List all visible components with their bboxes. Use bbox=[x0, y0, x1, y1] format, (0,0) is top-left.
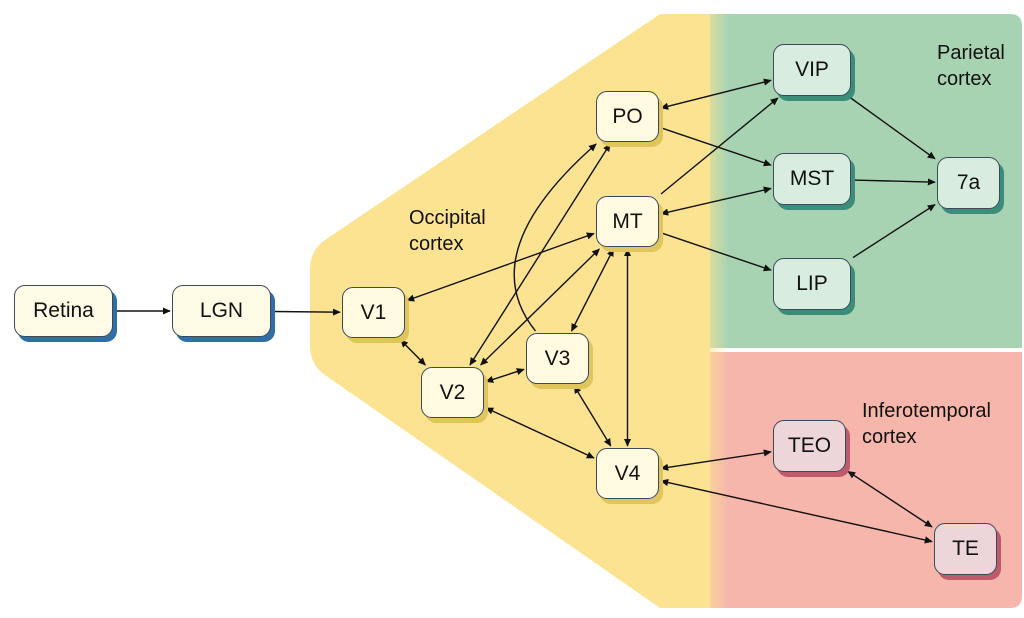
node-po: PO bbox=[596, 91, 659, 142]
node-7a: 7a bbox=[937, 157, 1000, 209]
parietal-label-line1: Parietal bbox=[937, 42, 1005, 64]
arrow-v3-v4 bbox=[573, 385, 612, 447]
inferotemporal-label: Inferotemporal cortex bbox=[862, 398, 991, 450]
occipital-label-line2: cortex bbox=[409, 233, 464, 255]
arrow-v3-po bbox=[513, 143, 597, 332]
arrow-lip-a7 bbox=[852, 204, 936, 259]
node-retina: Retina bbox=[14, 285, 113, 337]
node-vip: VIP bbox=[773, 44, 851, 96]
arrow-mst-a7 bbox=[852, 178, 936, 186]
arrow-v3-mt bbox=[570, 248, 615, 332]
inferotemporal-label-line2: cortex bbox=[862, 426, 917, 448]
arrow-v4-teo bbox=[660, 449, 772, 471]
arrow-mt-mst bbox=[660, 186, 772, 216]
arrow-v4-te bbox=[660, 479, 933, 544]
arrow-mt-vip bbox=[660, 97, 779, 195]
arrow-v2-v4 bbox=[485, 407, 595, 459]
node-mst: MST bbox=[773, 153, 851, 205]
arrow-po-vip bbox=[660, 78, 772, 110]
arrow-lgn-v1 bbox=[272, 308, 341, 316]
node-v3: V3 bbox=[526, 333, 589, 384]
arrow-mt-lip bbox=[660, 232, 772, 272]
node-lip: LIP bbox=[773, 258, 851, 310]
occipital-label: Occipital cortex bbox=[409, 205, 486, 257]
node-v4: V4 bbox=[596, 448, 659, 499]
arrow-teo-te bbox=[847, 470, 933, 528]
arrow-po-mst bbox=[660, 127, 772, 167]
parietal-label-line2: cortex bbox=[937, 68, 992, 90]
arrow-v2-v3 bbox=[485, 368, 525, 383]
occipital-label-line1: Occipital bbox=[409, 207, 486, 229]
node-mt: MT bbox=[596, 196, 659, 247]
node-v1: V1 bbox=[342, 287, 405, 338]
node-lgn: LGN bbox=[172, 285, 271, 337]
arrow-vip-a7 bbox=[850, 97, 936, 160]
node-teo: TEO bbox=[773, 420, 846, 472]
arrow-v1-v2 bbox=[400, 339, 426, 366]
connection-arrows bbox=[115, 78, 936, 544]
node-te: TE bbox=[934, 523, 997, 575]
node-v2: V2 bbox=[421, 367, 484, 418]
occipital-region-fade bbox=[698, 14, 728, 608]
inferotemporal-label-line1: Inferotemporal bbox=[862, 400, 991, 422]
parietal-label: Parietal cortex bbox=[937, 40, 1005, 92]
